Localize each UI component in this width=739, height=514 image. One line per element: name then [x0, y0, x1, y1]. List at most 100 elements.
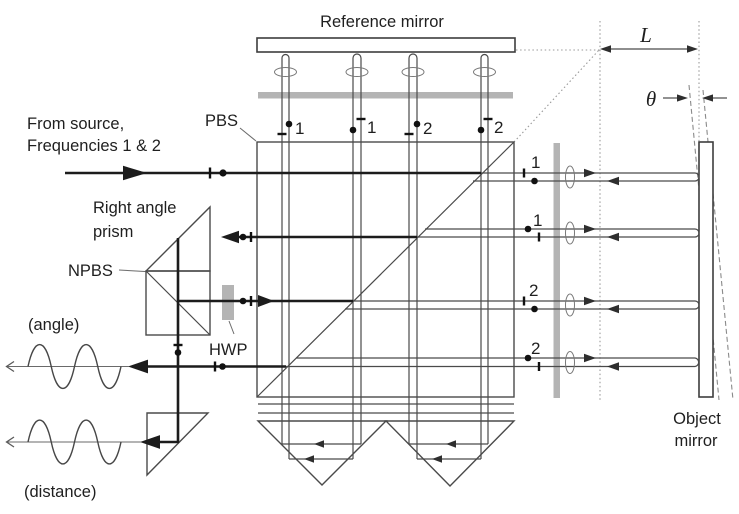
reference-beam-pair-3	[408, 53, 418, 459]
beam-arrowhead-left	[607, 232, 619, 242]
length-symbol: L	[639, 23, 652, 47]
dimension-annotations: L θ	[513, 21, 734, 401]
object-mirror-group: Object mirror	[673, 141, 721, 450]
beam-arrowhead-left	[140, 435, 160, 449]
reference-freq-label-4: 2	[494, 118, 503, 137]
source-label-line1: From source,	[27, 115, 124, 133]
circular-polarization-icon	[565, 351, 575, 374]
measurement-freq-label-3: 2	[529, 281, 538, 300]
beam-arrowhead-left	[432, 455, 442, 463]
polarization-dot-marker	[531, 305, 538, 313]
measurement-beam-pair-3	[345, 300, 700, 310]
beam-arrowhead-right	[258, 295, 274, 307]
tilted-mirror-front-line	[688, 84, 720, 401]
length-arrowhead-right	[687, 45, 698, 53]
hwp-group: HWP	[209, 320, 248, 359]
measurement-freq-label-2: 1	[533, 211, 542, 230]
right-angle-prism-group: Right angle prism	[93, 199, 211, 272]
polarization-dot-marker	[477, 126, 485, 134]
reference-beam-pair-2	[352, 53, 362, 459]
circular-polarization-icon	[274, 67, 297, 77]
measurement-freq-label-4: 2	[531, 339, 540, 358]
waveplate-bars	[222, 92, 560, 398]
retroreflector-prism-left	[256, 420, 388, 486]
circular-polarization-icon	[565, 221, 575, 245]
beam-arrowhead-right	[584, 168, 596, 178]
pbs-label: PBS	[205, 112, 238, 130]
reference-freq-label-2: 1	[367, 118, 376, 137]
right-angle-prism-label-line2: prism	[93, 223, 133, 241]
distance-signal-wave	[27, 419, 122, 465]
polarization-dot-marker	[239, 297, 247, 305]
polarization-dot-marker	[524, 225, 532, 233]
tilt-arrowhead-left	[702, 94, 713, 102]
beam-arrowhead-left	[607, 304, 619, 314]
thick-beam-paths	[65, 165, 481, 449]
hwp-plate	[222, 285, 234, 320]
reference-mirror-group: Reference mirror	[256, 13, 516, 53]
measurement-beam-pair-2	[417, 228, 700, 238]
pbs-diagonal	[256, 141, 515, 398]
npbs-label: NPBS	[68, 262, 113, 280]
reference-freq-label-3: 2	[423, 119, 432, 138]
beam-arrowhead-right	[584, 224, 596, 234]
tilt-arrowhead-right	[677, 94, 688, 102]
circular-polarization-icon	[565, 293, 575, 317]
object-mirror-label-line2: mirror	[674, 432, 718, 450]
hwp-label: HWP	[209, 341, 248, 359]
reference-mirror-label: Reference mirror	[320, 13, 444, 31]
hwp-leader-line	[228, 320, 235, 335]
tilt-symbol: θ	[646, 87, 656, 111]
measurement-freq-label-1: 1	[531, 153, 540, 172]
beam-arrowhead-right	[123, 165, 147, 181]
signal-arrowhead-left	[5, 436, 15, 448]
length-arrowhead-left	[600, 45, 611, 53]
source-annotation: From source, Frequencies 1 & 2	[27, 115, 161, 155]
beam-arrowhead-right	[584, 296, 596, 306]
measurement-beam-pair-4	[286, 357, 700, 368]
circular-polarization-icon	[401, 67, 425, 77]
reference-beam-pair-1	[281, 53, 290, 459]
beam-arrowhead-left	[304, 455, 314, 463]
reference-qwp-bar	[258, 92, 513, 99]
circular-polarization-icon	[345, 67, 369, 77]
polarization-dot-marker	[174, 349, 182, 356]
polarization-dot-marker	[524, 354, 532, 362]
polarization-dot-marker	[239, 233, 247, 241]
polarization-dot-marker	[219, 363, 226, 370]
distance-output-label: (distance)	[24, 483, 96, 501]
npbs-leader-line	[118, 269, 146, 272]
object-mirror	[698, 141, 714, 398]
outputs: (angle) (distance)	[5, 316, 141, 501]
beam-arrowhead-left	[314, 440, 324, 448]
measurement-qwp-bar	[553, 143, 560, 398]
beam-arrowhead-left	[607, 362, 619, 371]
beam-arrowhead-left	[128, 359, 148, 374]
reference-arm-beams: 1 1 2 2	[274, 53, 503, 459]
angle-output-label: (angle)	[28, 316, 79, 334]
beam-arrowhead-left	[607, 176, 619, 186]
dotted-guide-diagonal	[513, 49, 600, 143]
npbs-group: NPBS	[68, 262, 211, 336]
beam-arrowhead-left	[221, 230, 239, 244]
retroreflector-prisms	[256, 403, 516, 487]
measurement-arm-beams: 1 1 2 2	[286, 153, 700, 374]
reference-freq-label-1: 1	[295, 119, 304, 138]
angle-signal-wave	[27, 344, 122, 389]
beam-arrowhead-left	[446, 440, 456, 448]
measurement-beam-pair-1	[473, 172, 700, 182]
pbs-group: PBS	[205, 112, 515, 398]
circular-polarization-icon	[473, 67, 496, 77]
reference-mirror	[256, 37, 516, 53]
right-angle-prism-label-line1: Right angle	[93, 199, 176, 217]
reference-beam-pair-4	[480, 53, 489, 459]
polarization-dot-marker	[531, 177, 538, 185]
source-label-line2: Frequencies 1 & 2	[27, 137, 161, 155]
pbs-leader-line	[239, 127, 257, 142]
polarization-dot-marker	[349, 126, 357, 134]
polarization-dot-marker	[219, 169, 227, 177]
circular-polarization-icon	[565, 165, 575, 189]
retroreflector-prism-right	[384, 420, 516, 487]
